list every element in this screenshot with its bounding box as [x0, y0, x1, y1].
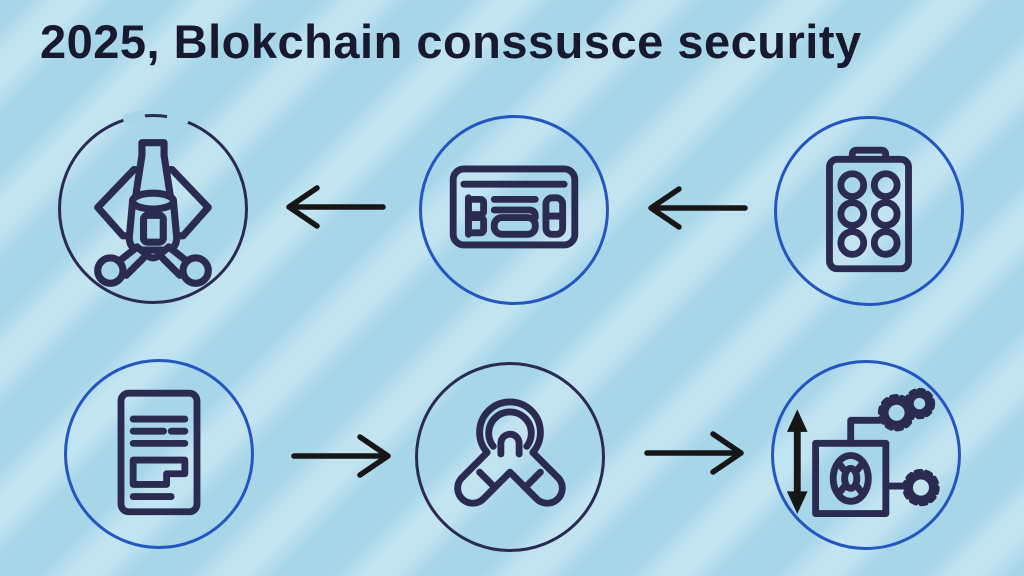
robot-claw-icon: [94, 139, 212, 287]
arrow-left-icon: [648, 186, 748, 230]
valve-gears-icon: [786, 387, 940, 517]
node-robot-claw: [58, 109, 248, 304]
double-arrow-icon: [786, 408, 808, 514]
node-keyhole-figure: [415, 362, 605, 552]
token-board-icon: [826, 146, 912, 273]
node-token-board: [774, 116, 964, 306]
ring-gap: [121, 109, 147, 126]
keyhole-figure-icon: [454, 398, 566, 507]
node-document: [64, 359, 254, 549]
document-icon: [117, 389, 201, 516]
node-control-card: [419, 115, 609, 305]
arrow-right-icon: [291, 434, 391, 478]
control-card-icon: [449, 165, 579, 249]
page-title: 2025, Blokchain conssusce security: [40, 15, 862, 68]
arrow-right-icon: [644, 431, 744, 475]
arrow-left-icon: [286, 185, 386, 229]
node-valve-gears: [771, 360, 961, 550]
ring-gap: [166, 109, 190, 126]
